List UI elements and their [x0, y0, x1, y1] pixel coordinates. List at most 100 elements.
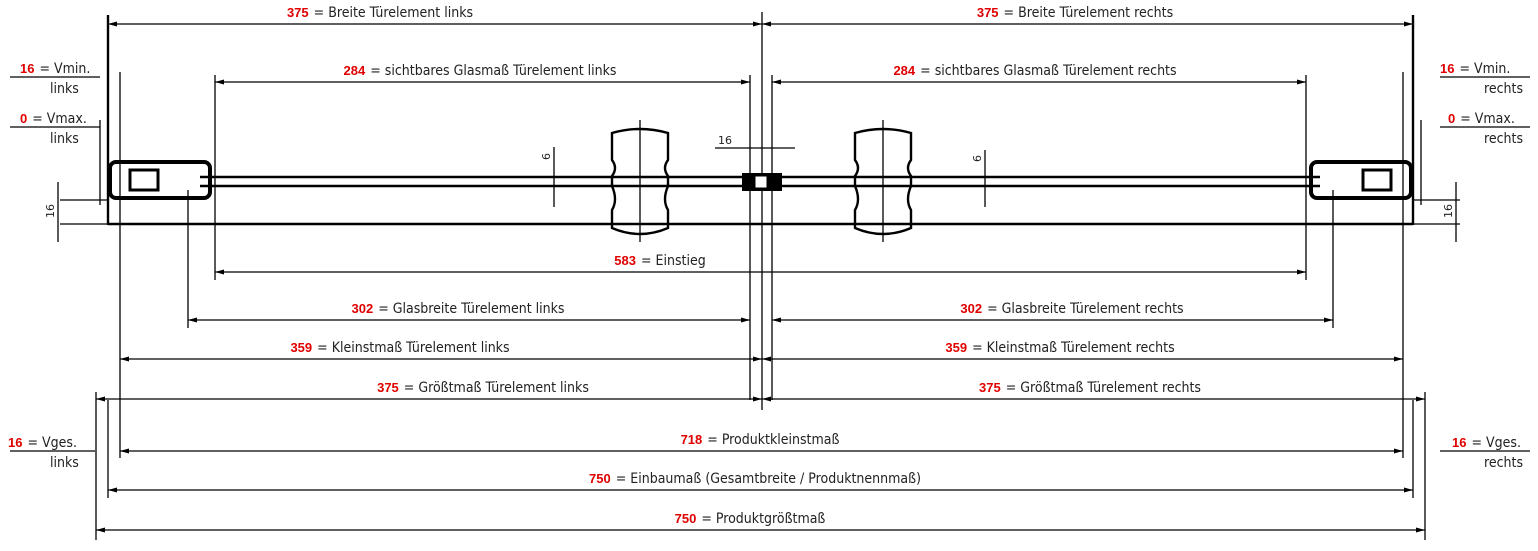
dimension-text: 284 = sichtbares Glasmaß Türelement links: [344, 63, 617, 79]
dimension-text: 750 = Produktgrößtmaß: [675, 511, 826, 527]
dimension-value: 750: [675, 511, 697, 526]
dimension-value: 302: [960, 301, 982, 316]
arrowhead: [108, 21, 117, 27]
dimension-label: = Größtmaß Türelement links: [404, 380, 589, 396]
dimension-value: 375: [377, 380, 399, 395]
dimension-label: = Produktgrößtmaß: [701, 511, 825, 527]
dimension-produktgroesstmass: 750 = Produktgrößtmaß: [96, 511, 1425, 533]
side-label: = Vmax.: [32, 111, 87, 127]
side-sub: rechts: [1484, 131, 1523, 147]
dimension-glasmass-links: 284 = sichtbares Glasmaß Türelement links: [215, 63, 750, 85]
dimension-value: 750: [589, 471, 611, 486]
side-value: 16: [8, 435, 22, 450]
dimension-value: 284: [893, 63, 915, 78]
arrowhead: [1324, 317, 1333, 323]
arrowhead: [96, 396, 105, 402]
arrowhead: [1394, 356, 1403, 362]
arrowhead: [96, 527, 105, 533]
dimension-label: = Breite Türelement rechts: [1004, 5, 1174, 21]
arrowhead: [120, 356, 129, 362]
arrowhead: [741, 317, 750, 323]
arrowhead: [120, 448, 129, 454]
dimension-breite-rechts: 375 = Breite Türelement rechts: [762, 5, 1413, 27]
dimension-value: 302: [351, 301, 373, 316]
dimension-breite-links: 375= Breite Türelement links: [108, 5, 762, 27]
side-label-vmax-links: 0 = Vmax. links: [10, 111, 100, 147]
arrowhead: [215, 269, 224, 275]
side-label-vges-links: 16 = Vges. links: [8, 435, 95, 471]
arrowhead: [1416, 527, 1425, 533]
side-text: 0 = Vmax.: [1448, 111, 1515, 127]
dimension-groesstmass-rechts: 375= Größtmaß Türelement rechts: [762, 380, 1425, 402]
arrowhead: [1394, 448, 1403, 454]
arrowhead: [741, 79, 750, 85]
dimension-label: = Glasbreite Türelement links: [378, 301, 564, 317]
track-left-dim-label: 16: [44, 204, 57, 218]
side-text: 16= Vmin.: [1440, 61, 1510, 77]
dimension-value: 583: [614, 253, 636, 268]
side-value: 16: [1452, 435, 1466, 450]
dimension-label: = Produktkleinstmaß: [707, 432, 839, 448]
dimension-text: 375= Breite Türelement links: [287, 5, 473, 21]
side-value: 0: [1448, 111, 1455, 126]
dimension-text: 302 = Glasbreite Türelement rechts: [960, 301, 1183, 317]
dimension-value: 359: [290, 340, 312, 355]
side-sub: links: [50, 131, 79, 147]
side-label-vmax-rechts: 0 = Vmax. rechts: [1440, 111, 1530, 147]
dimension-einbaumass: 750 = Einbaumaß (Gesamtbreite / Produktne…: [108, 471, 1413, 493]
arrowhead: [753, 396, 762, 402]
dimension-kleinstmass-rechts: 359 = Kleinstmaß Türelement rechts: [762, 340, 1403, 362]
dimension-text: 718 = Produktkleinstmaß: [681, 432, 840, 448]
dimension-label: = sichtbares Glasmaß Türelement rechts: [920, 63, 1176, 79]
dimension-label: = sichtbares Glasmaß Türelement links: [370, 63, 616, 79]
side-sub: rechts: [1484, 81, 1523, 97]
arrowhead: [108, 487, 117, 493]
dimension-text: 375 = Größtmaß Türelement links: [377, 380, 589, 396]
arrowhead: [1404, 487, 1413, 493]
side-text: 0 = Vmax.: [20, 111, 87, 127]
dimension-label: = Einbaumaß (Gesamtbreite / Produktnennm…: [616, 471, 921, 487]
arrowhead: [1297, 269, 1306, 275]
side-label-vmin-rechts: 16= Vmin. rechts: [1440, 61, 1530, 97]
arrowhead: [762, 356, 771, 362]
door-profile-drawing: 16 6 6 16 16: [44, 12, 1460, 540]
dimension-label: = Breite Türelement links: [314, 5, 473, 21]
arrowhead: [1297, 79, 1306, 85]
dimension-groesstmass-links: 375 = Größtmaß Türelement links: [96, 380, 762, 402]
dimension-text: 375= Größtmaß Türelement rechts: [979, 380, 1201, 396]
dimension-label: = Einstieg: [641, 253, 706, 269]
dimension-value: 375: [977, 5, 999, 20]
arrowhead: [762, 21, 771, 27]
arrowhead: [188, 317, 197, 323]
dimension-einstieg: 583 = Einstieg: [215, 253, 1306, 275]
side-text: 16 = Vges.: [1452, 435, 1521, 451]
dimension-label: = Kleinstmaß Türelement rechts: [972, 340, 1175, 356]
side-value: 0: [20, 111, 27, 126]
dimension-value: 284: [344, 63, 366, 78]
track-right-dim-label: 16: [1442, 204, 1455, 218]
dimension-glasbreite-rechts: 302 = Glasbreite Türelement rechts: [772, 301, 1333, 323]
side-sub: links: [50, 455, 79, 471]
side-value: 16: [20, 61, 34, 76]
dimension-value: 359: [945, 340, 967, 355]
arrowhead: [1404, 21, 1413, 27]
dimension-label: = Glasbreite Türelement rechts: [987, 301, 1184, 317]
side-text: 16 = Vmin.: [20, 61, 90, 77]
dimension-text: 359 = Kleinstmaß Türelement rechts: [945, 340, 1174, 356]
side-label: = Vmin.: [39, 61, 90, 77]
side-label: = Vges.: [27, 435, 76, 451]
arrowhead: [1416, 396, 1425, 402]
side-label: = Vmax.: [1460, 111, 1515, 127]
dimension-label: = Kleinstmaß Türelement links: [317, 340, 509, 356]
side-sub: rechts: [1484, 455, 1523, 471]
arrowhead: [762, 396, 771, 402]
side-label-vges-rechts: 16 = Vges. rechts: [1440, 435, 1530, 471]
dimension-value: 375: [979, 380, 1001, 395]
glass-right-dim-label: 6: [971, 155, 984, 162]
side-label: = Vges.: [1471, 435, 1520, 451]
arrowhead: [772, 317, 781, 323]
side-text: 16 = Vges.: [8, 435, 77, 451]
arrowhead: [772, 79, 781, 85]
dimension-value: 718: [681, 432, 703, 447]
